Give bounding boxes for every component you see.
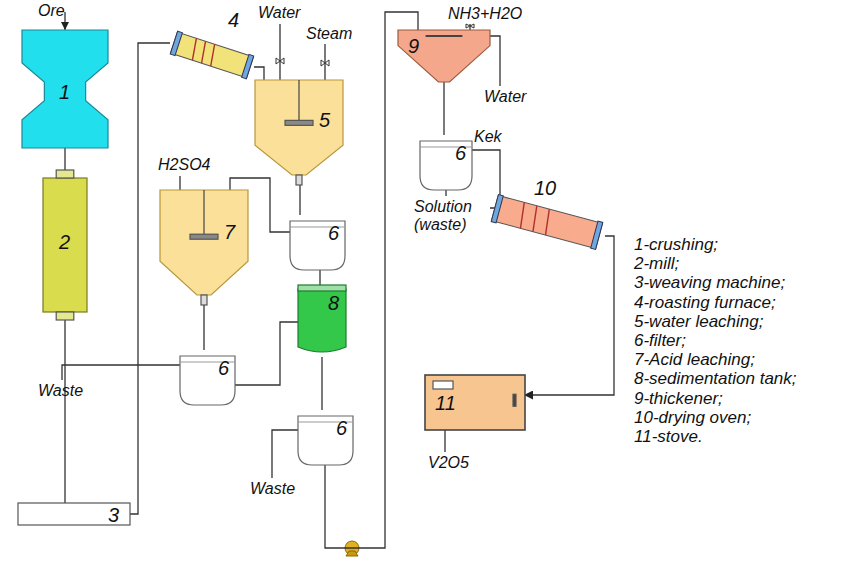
callout-number: 6 (328, 223, 339, 243)
pipe-line (130, 43, 170, 514)
filter: 6 (420, 135, 472, 190)
callout-number: 7 (224, 222, 235, 242)
legend-text: 7-Acid leaching; (634, 351, 755, 370)
callout-number: 6 (336, 418, 347, 438)
callout-number: 6 (455, 143, 466, 163)
waste-label: Solution (waste) (414, 198, 490, 233)
product-label: V2O5 (428, 454, 469, 472)
pipe-line (203, 305, 204, 350)
callout-number: 10 (534, 178, 556, 198)
callout-number: 6 (218, 358, 229, 378)
legend-text: 5-water leaching; (634, 313, 763, 332)
pipe-line (319, 270, 320, 285)
weaving-machine: 3 (18, 503, 130, 525)
pipe-line (64, 320, 65, 503)
callout-number: 4 (228, 10, 239, 30)
legend-text: 9-thickener; (634, 390, 723, 409)
drying-oven: 10 (490, 178, 605, 244)
pipe-line (235, 322, 298, 385)
callout-number: 5 (319, 110, 330, 130)
legend-text: 4-roasting furnace; (634, 294, 776, 313)
callout-number: 9 (408, 36, 419, 56)
callout-number: 8 (328, 293, 339, 313)
pipe-line (443, 82, 444, 135)
feed-label: Ore (38, 2, 65, 20)
sedimentation-tank: 8 (298, 285, 346, 357)
product-label: Kek (474, 128, 502, 146)
filter: 6 (290, 215, 345, 270)
stove: 11 (425, 375, 525, 430)
crusher: 1 (22, 30, 108, 148)
callout-number: 11 (435, 393, 456, 413)
inlet-label: Water (258, 4, 300, 22)
roasting-furnace: 4 (170, 10, 254, 90)
pipe-line (254, 67, 264, 80)
legend-text: 11-stove. (634, 428, 703, 447)
callout-number: 2 (59, 232, 70, 252)
pipe-line (64, 148, 65, 170)
filter: 6 (180, 350, 235, 405)
water-leaching-tank: 5 (255, 80, 343, 185)
pipe-line (299, 185, 300, 215)
filter: 6 (298, 410, 353, 465)
acid-leaching-tank: 7 (160, 190, 248, 305)
legend-text: 2-mill; (634, 255, 679, 274)
reagent-label: NH3+H2O (448, 5, 522, 23)
legend-text: 1-crushing; (634, 236, 718, 255)
callout-number: 3 (108, 505, 119, 525)
inlet-label: Steam (306, 25, 352, 43)
legend-text: 3-weaving machine; (634, 274, 785, 293)
waste-label: Waste (250, 480, 295, 498)
pipe-line (321, 357, 322, 410)
equipment-outline (170, 10, 254, 90)
reagent-label: H2SO4 (158, 156, 210, 174)
outlet-label: Water (484, 88, 526, 106)
callout-number: 1 (59, 82, 70, 102)
pipe-line (472, 150, 500, 208)
mill: 2 (43, 170, 87, 320)
equipment-outline (255, 80, 343, 185)
legend-text: 10-drying oven; (634, 409, 751, 428)
legend-text: 6-filter; (634, 332, 686, 351)
equipment-outline (160, 190, 248, 305)
pipe-line (525, 236, 614, 395)
thickener: 9 (398, 30, 490, 82)
waste-label: Waste (38, 382, 83, 400)
legend-text: 8-sedimentation tank; (634, 370, 797, 389)
